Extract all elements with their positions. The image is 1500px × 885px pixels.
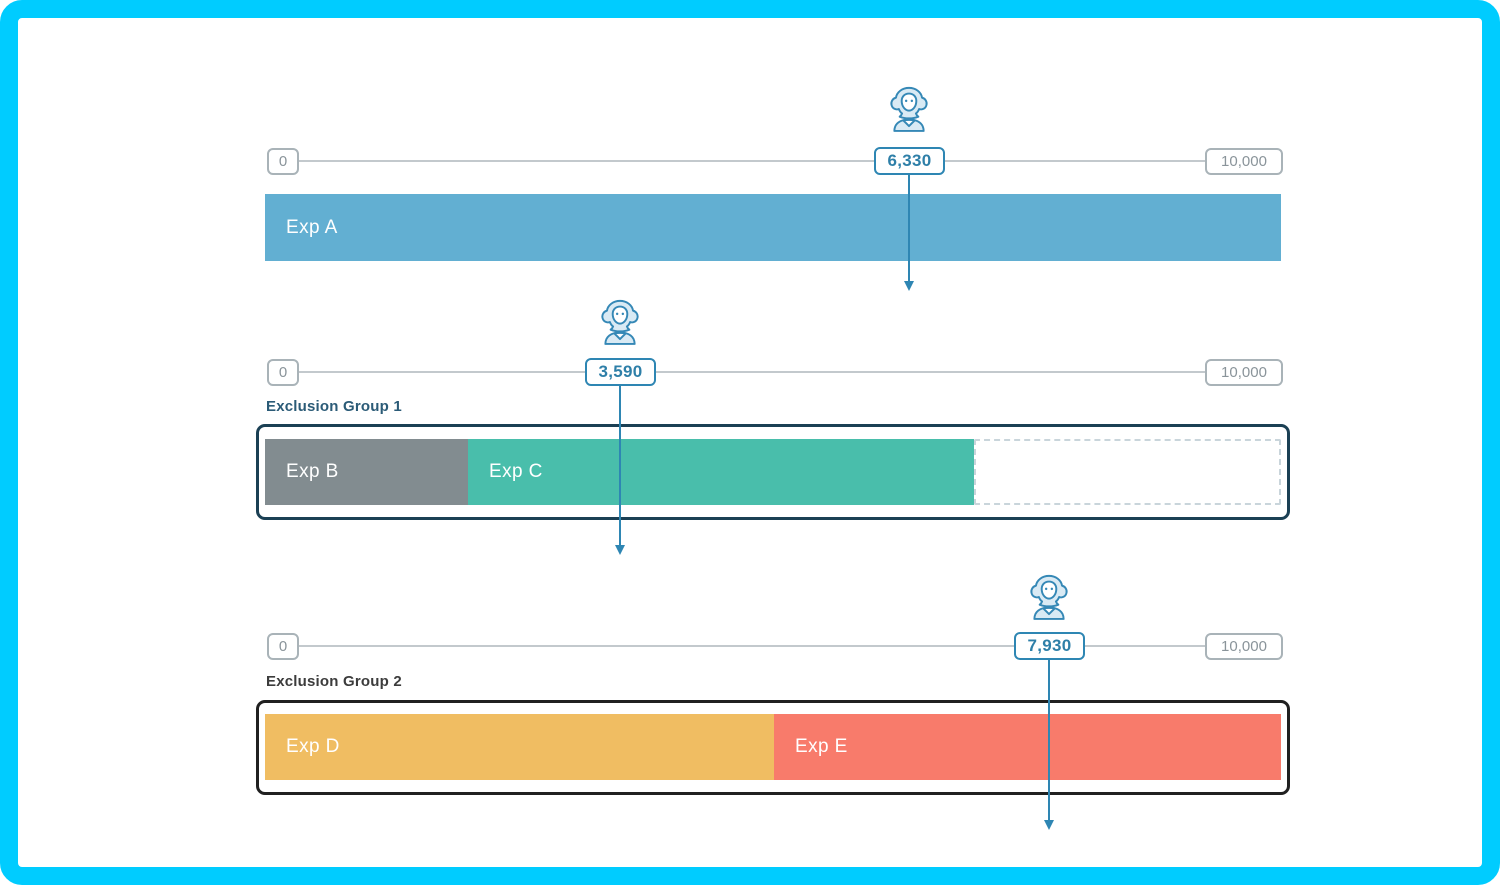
experiment-bar-label: Exp D [286, 736, 340, 757]
allocation-arrow [1044, 660, 1054, 830]
slider-min-text: 0 [278, 153, 288, 170]
slider-track[interactable] [299, 645, 1206, 647]
slider-max-label: 10,000 [1205, 148, 1283, 175]
exclusion-group-1-row: Exp B Exp C [265, 439, 1281, 505]
experiment-bar-c[interactable]: Exp C [468, 439, 974, 505]
woman-visitor-icon [1030, 574, 1068, 620]
visitor-icon [883, 84, 935, 134]
experiment-bar-e[interactable]: Exp E [774, 714, 1281, 780]
experiment-bar-label: Exp E [795, 736, 848, 757]
exclusion-group-2-row: Exp D Exp E [265, 714, 1281, 780]
experiment-row-a: Exp A [265, 194, 1281, 261]
slider-max-label: 10,000 [1205, 633, 1283, 660]
exclusion-group-2-label: Exclusion Group 2 [266, 673, 402, 690]
slider-track[interactable] [299, 160, 1206, 162]
slider-min-text: 0 [278, 364, 288, 381]
slider-min-label: 0 [267, 633, 299, 660]
slider-value-handle[interactable]: 6,330 [874, 147, 945, 175]
experiment-bar-d[interactable]: Exp D [265, 714, 774, 780]
slider-max-label: 10,000 [1205, 359, 1283, 386]
slider-value-text: 3,590 [598, 362, 643, 381]
slider-value-text: 7,930 [1027, 636, 1072, 655]
woman-visitor-icon [890, 86, 928, 132]
slider-max-text: 10,000 [1221, 638, 1267, 655]
experiment-bar-a[interactable]: Exp A [265, 194, 1281, 261]
experiment-bar-label: Exp B [286, 461, 339, 482]
slider-max-text: 10,000 [1221, 153, 1267, 170]
slider-value-handle[interactable]: 3,590 [585, 358, 656, 386]
unallocated-traffic-region [974, 439, 1281, 505]
experiment-bar-b[interactable]: Exp B [265, 439, 468, 505]
experiment-bar-label: Exp C [489, 461, 543, 482]
visitor-icon [1023, 572, 1075, 622]
allocation-arrow [904, 175, 914, 291]
exclusion-group-1-label: Exclusion Group 1 [266, 398, 402, 415]
slider-min-label: 0 [267, 148, 299, 175]
slider-track[interactable] [299, 371, 1206, 373]
slider-value-text: 6,330 [887, 151, 932, 170]
slider-min-label: 0 [267, 359, 299, 386]
visitor-icon [594, 297, 646, 347]
slider-max-text: 10,000 [1221, 364, 1267, 381]
slider-min-text: 0 [278, 638, 288, 655]
slider-value-handle[interactable]: 7,930 [1014, 632, 1085, 660]
allocation-arrow [615, 386, 625, 555]
woman-visitor-icon [601, 299, 639, 345]
experiment-bar-label: Exp A [286, 216, 338, 238]
